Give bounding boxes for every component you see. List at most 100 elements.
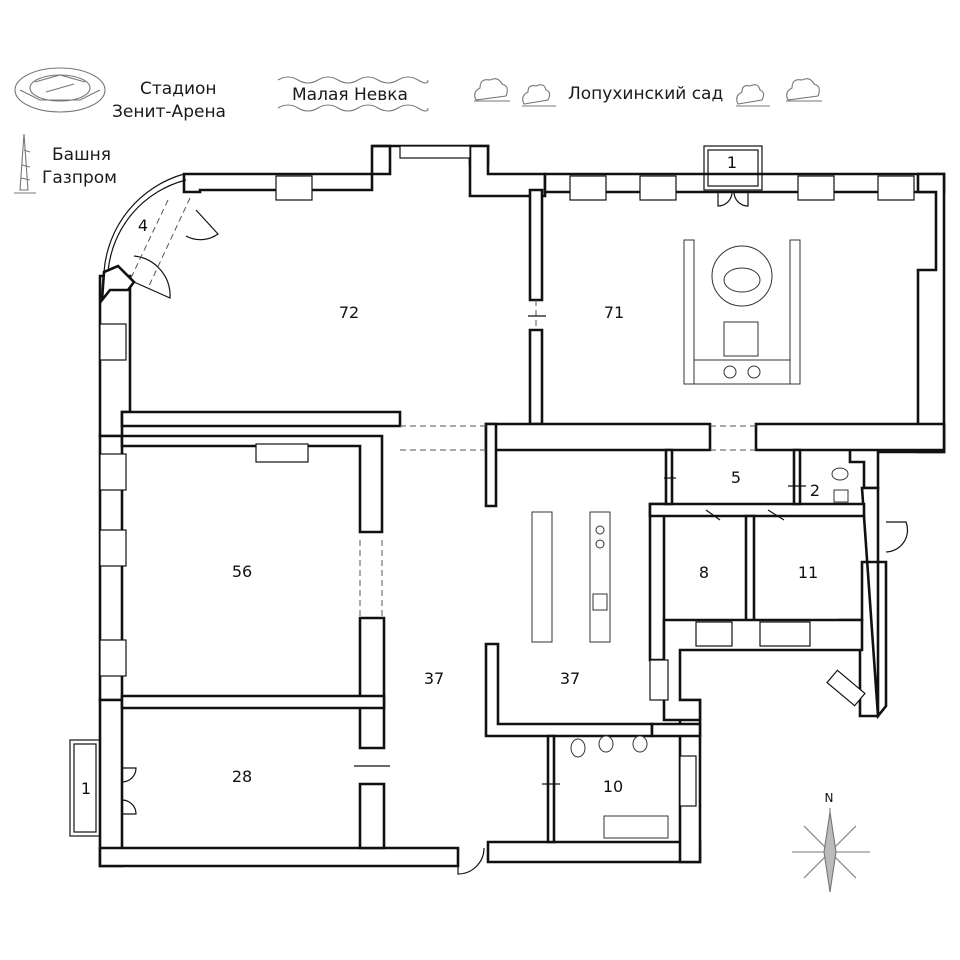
window-bath-right xyxy=(679,755,697,807)
compass-north-label: N xyxy=(825,791,834,805)
stadium-label-line1: Стадион xyxy=(140,79,217,99)
door-11-outer xyxy=(885,521,909,553)
window-11-angled xyxy=(826,669,866,707)
wall-72-71 xyxy=(528,188,544,302)
trees-icon xyxy=(474,78,822,107)
wall-bath-top xyxy=(650,722,702,738)
room-label-2: 2 xyxy=(810,481,820,500)
balcony-top xyxy=(703,145,763,191)
wall-left-lower xyxy=(98,698,124,868)
window-56-left-1 xyxy=(99,453,127,491)
bath-island-wall-right xyxy=(789,239,801,385)
dash-4-a xyxy=(129,199,169,281)
wall-72-bottom xyxy=(120,410,402,428)
room-label-1-top: 1 xyxy=(727,153,737,172)
wall-kitchen-divider xyxy=(484,422,498,508)
garden-label: Лопухинский сад xyxy=(568,84,723,104)
room-labels: 72 71 56 37 37 28 10 8 11 5 2 4 1 1 xyxy=(81,153,820,798)
wall-8-top xyxy=(648,502,866,518)
window-kitchen-right xyxy=(649,659,669,701)
wall-56-right-lower xyxy=(358,616,386,750)
door-4-2 xyxy=(133,255,171,299)
balcony-4-arc-inner xyxy=(107,179,187,273)
window-11-bottom xyxy=(759,621,811,647)
wall-4-corner xyxy=(100,264,136,305)
fireplace xyxy=(255,443,309,463)
wall-5-2 xyxy=(792,448,802,506)
wall-5-left xyxy=(664,448,674,506)
window-71-top-2 xyxy=(639,175,677,201)
door-4-1 xyxy=(185,209,219,241)
wall-bath-left xyxy=(546,734,556,844)
doors xyxy=(121,191,909,875)
bath-island-basin xyxy=(693,359,791,385)
window-71-top-1 xyxy=(569,175,607,201)
sink-icon-1 xyxy=(723,365,737,379)
washbasin-icon-2 xyxy=(833,489,849,503)
compass-rose-icon xyxy=(792,808,870,893)
wall-bottom-left xyxy=(98,846,460,868)
room-label-8: 8 xyxy=(699,563,709,582)
wall-top-left xyxy=(182,144,392,194)
room-label-37-hall: 37 xyxy=(424,669,444,688)
tower-label-line1: Башня xyxy=(52,145,111,165)
room-label-56: 56 xyxy=(232,562,252,581)
toilet-icon-2 xyxy=(831,467,849,481)
stove-burner-icon-2 xyxy=(595,539,605,549)
room-label-1-left: 1 xyxy=(81,779,91,798)
stove-burner-icon-1 xyxy=(595,525,605,535)
wall-bottom-right xyxy=(486,840,702,864)
stadium-label-line2: Зенит-Арена xyxy=(112,102,226,122)
wall-kitchen-bottom xyxy=(484,642,654,738)
wall-top-mid xyxy=(468,144,547,198)
wall-56-28 xyxy=(120,694,386,710)
door-mark-8 xyxy=(705,509,721,521)
bathtub-icon-10 xyxy=(603,815,669,839)
windows xyxy=(99,145,915,807)
room-label-11: 11 xyxy=(798,563,818,582)
kitchen-island xyxy=(531,511,553,643)
window-56-left-3 xyxy=(99,639,127,677)
door-entrance xyxy=(457,847,485,875)
balcony-4-arc xyxy=(103,173,185,273)
bidet-icon-10 xyxy=(632,735,648,753)
wall-72-71-lower xyxy=(528,328,544,426)
room-label-28: 28 xyxy=(232,767,252,786)
room-label-5: 5 xyxy=(731,468,741,487)
window-72-top xyxy=(275,175,313,201)
tower-icon xyxy=(14,133,36,194)
room-label-4: 4 xyxy=(138,216,148,235)
shower-icon xyxy=(723,321,759,357)
wall-71-bottom xyxy=(484,422,712,452)
bathtub-inner-icon xyxy=(723,267,761,293)
wall-8-11 xyxy=(744,514,756,624)
window-71-top-3 xyxy=(797,175,835,201)
window-72-left xyxy=(99,323,127,361)
river-icon xyxy=(277,76,429,112)
tower-label-line2: Газпром xyxy=(42,168,117,188)
window-72-bay xyxy=(399,145,471,159)
room-label-71: 71 xyxy=(604,303,624,322)
balcony-left-inner xyxy=(73,743,97,833)
door-mark-11 xyxy=(767,509,785,521)
door-balcony-top xyxy=(717,191,749,207)
bath-island-wall-left xyxy=(683,239,695,385)
wall-right xyxy=(916,172,946,454)
balconies xyxy=(69,145,763,837)
balcony-top-inner xyxy=(707,149,759,187)
wall-56-top xyxy=(120,434,384,534)
sink-icon-2 xyxy=(747,365,761,379)
sink-icon-10 xyxy=(598,735,614,753)
balcony-left xyxy=(69,739,101,837)
window-71-top-4 xyxy=(877,175,915,201)
kitchen-sink-icon xyxy=(592,593,608,611)
wall-8-left xyxy=(648,502,666,662)
fixtures xyxy=(531,239,849,839)
stadium-icon xyxy=(14,67,106,113)
window-56-left-2 xyxy=(99,529,127,567)
room-label-10: 10 xyxy=(603,777,623,796)
wall-28-right xyxy=(358,782,386,850)
room-label-72: 72 xyxy=(339,303,359,322)
room-label-37-kitchen: 37 xyxy=(560,669,580,688)
